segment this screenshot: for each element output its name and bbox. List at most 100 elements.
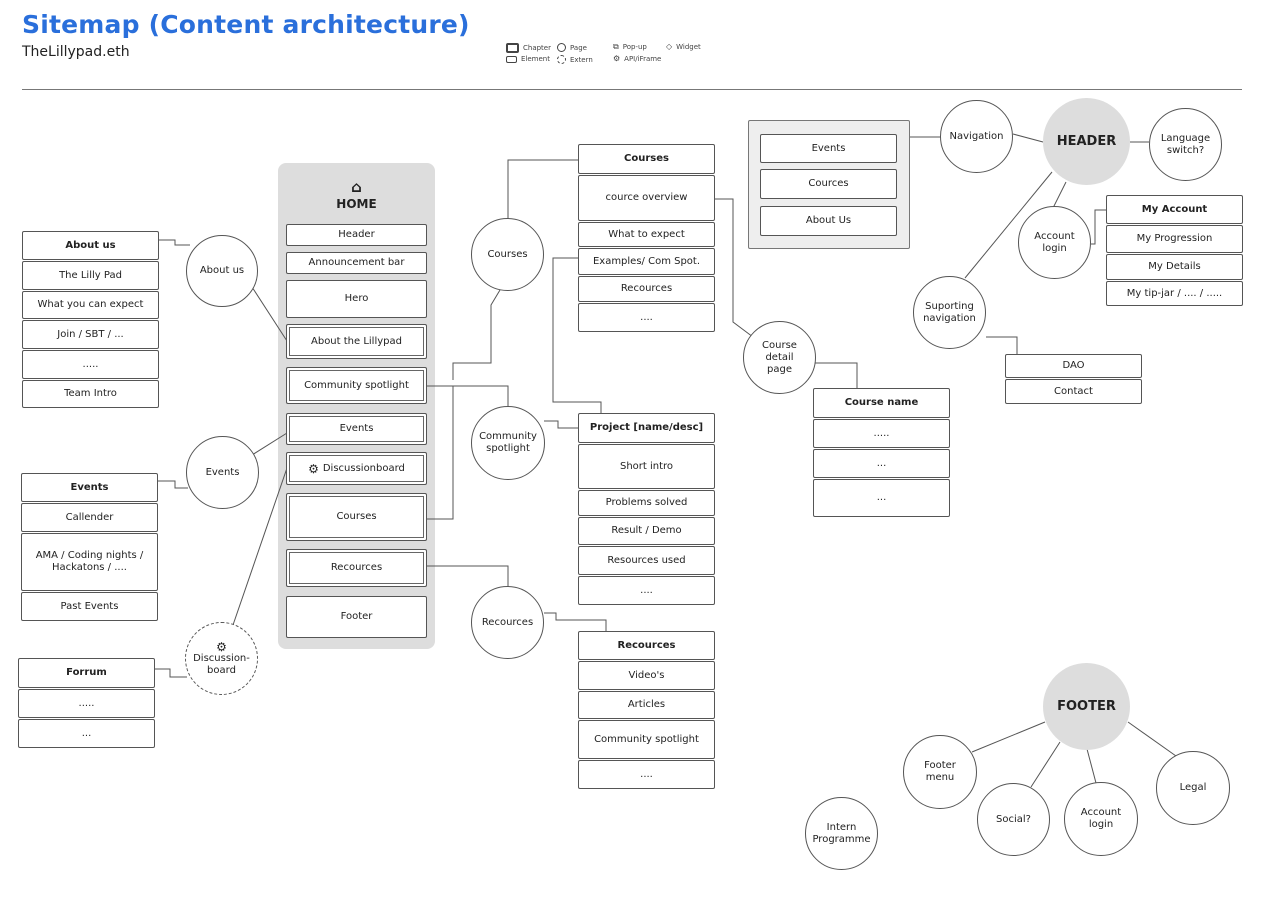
discussion-board-extern-node[interactable]: ⚙ Discussion-board: [185, 622, 258, 695]
home-item-announcement[interactable]: Announcement bar: [286, 252, 427, 274]
resources-list-item[interactable]: ....: [578, 760, 715, 789]
wire-home-recources: [427, 565, 509, 587]
events-list-item[interactable]: Past Events: [21, 592, 158, 621]
project-list-item[interactable]: ....: [578, 576, 715, 605]
courses-list-item[interactable]: cource overview: [578, 175, 715, 221]
about-list-header[interactable]: About us: [22, 231, 159, 260]
language-switch-node[interactable]: Language switch?: [1149, 108, 1222, 181]
wire-detail-name: [815, 362, 858, 389]
course-name-list-item[interactable]: ...: [813, 479, 950, 517]
suporting-navigation-node[interactable]: Suporting navigation: [913, 276, 986, 349]
home-item-about[interactable]: About the Lillypad: [286, 324, 427, 359]
home-item-community[interactable]: Community spotlight: [286, 367, 427, 404]
account-login-node[interactable]: Account login: [1018, 206, 1091, 279]
resources-list-header[interactable]: Recources: [578, 631, 715, 660]
page-shape-icon: [557, 43, 566, 52]
wire-header-support: [964, 171, 1053, 279]
popup-icon: ⧉: [613, 42, 619, 51]
project-list-item[interactable]: Resources used: [578, 546, 715, 575]
extern-shape-icon: [557, 55, 566, 64]
wire-home-community: [427, 385, 509, 407]
gear-icon: ⚙: [308, 461, 319, 476]
events-list-item[interactable]: Callender: [21, 503, 158, 532]
account-list-item[interactable]: My tip-jar / .... / .....: [1106, 281, 1243, 306]
resources-list-item[interactable]: Video's: [578, 661, 715, 690]
courses-page-node[interactable]: Courses: [471, 218, 544, 291]
about-list-item[interactable]: Team Intro: [22, 380, 159, 408]
about-list-item[interactable]: .....: [22, 350, 159, 379]
header-chapter-node[interactable]: HEADER: [1043, 98, 1130, 185]
about-list-item[interactable]: What you can expect: [22, 291, 159, 319]
project-list-item[interactable]: Result / Demo: [578, 517, 715, 545]
header-divider: [22, 89, 1242, 90]
home-item-footer[interactable]: Footer: [286, 596, 427, 638]
wire-about-home: [251, 286, 288, 342]
project-list-item[interactable]: Problems solved: [578, 490, 715, 516]
home-heading: ⌂ HOME: [278, 179, 435, 211]
project-list-item[interactable]: Short intro: [578, 444, 715, 489]
about-list-item[interactable]: The Lilly Pad: [22, 261, 159, 290]
courses-list-item[interactable]: What to expect: [578, 222, 715, 247]
widget-icon: ◇: [666, 42, 673, 51]
page-title: Sitemap (Content architecture): [22, 10, 470, 39]
wire-forum: [155, 668, 187, 678]
events-list-item[interactable]: AMA / Coding nights / Hackatons / ....: [21, 533, 158, 591]
wire-account-list: [1091, 209, 1106, 245]
footer-account-login-node[interactable]: Account login: [1064, 782, 1138, 856]
forum-list-item[interactable]: ...: [18, 719, 155, 748]
course-name-list-item[interactable]: .....: [813, 419, 950, 448]
footer-chapter-node[interactable]: FOOTER: [1043, 663, 1130, 750]
support-list-item-dao[interactable]: DAO: [1005, 354, 1142, 378]
forum-list-item[interactable]: .....: [18, 689, 155, 718]
courses-list-item[interactable]: Recources: [578, 276, 715, 302]
account-list-header[interactable]: My Account: [1106, 195, 1243, 224]
home-item-events[interactable]: Events: [286, 413, 427, 445]
legend-popup: ⧉Pop-up: [613, 42, 647, 52]
wire-footer-legal: [1127, 721, 1177, 757]
wire-nav-header: [1012, 133, 1044, 143]
project-list-header[interactable]: Project [name/desc]: [578, 413, 715, 443]
recources-page-node[interactable]: Recources: [471, 586, 544, 659]
forum-list-header[interactable]: Forrum: [18, 658, 155, 688]
home-item-courses[interactable]: Courses: [286, 493, 427, 541]
course-name-list-item[interactable]: ...: [813, 449, 950, 478]
home-item-recources[interactable]: Recources: [286, 549, 427, 587]
nav-item-cources[interactable]: Cources: [760, 169, 897, 199]
page-subtitle: TheLillypad.eth: [22, 44, 130, 60]
home-item-header[interactable]: Header: [286, 224, 427, 246]
course-detail-page-node[interactable]: Course detail page: [743, 321, 816, 394]
account-list-item[interactable]: My Progression: [1106, 225, 1243, 253]
course-name-list-header[interactable]: Course name: [813, 388, 950, 418]
wire-examples-project: [552, 257, 602, 413]
resources-list-item[interactable]: Articles: [578, 691, 715, 719]
account-list-item[interactable]: My Details: [1106, 254, 1243, 280]
nav-item-events[interactable]: Events: [760, 134, 897, 163]
about-us-page-node[interactable]: About us: [186, 235, 258, 307]
social-node[interactable]: Social?: [977, 783, 1050, 856]
courses-list-item[interactable]: ....: [578, 303, 715, 332]
support-list-item-contact[interactable]: Contact: [1005, 379, 1142, 404]
wire-events-list: [158, 480, 188, 489]
home-item-hero[interactable]: Hero: [286, 280, 427, 318]
footer-menu-node[interactable]: Footer menu: [903, 735, 977, 809]
courses-list-header[interactable]: Courses: [578, 144, 715, 174]
home-item-discussionboard[interactable]: ⚙Discussionboard: [286, 452, 427, 485]
courses-list-item[interactable]: Examples/ Com Spot.: [578, 248, 715, 275]
intern-programme-node[interactable]: Intern Programme: [805, 797, 878, 870]
legend-element: Element: [506, 55, 550, 63]
wire-community-project: [544, 420, 578, 429]
about-list-item[interactable]: Join / SBT / ...: [22, 320, 159, 349]
wire-home-courses: [452, 289, 501, 380]
element-shape-icon: [506, 55, 517, 63]
nav-item-about-us[interactable]: About Us: [760, 206, 897, 236]
community-spotlight-page-node[interactable]: Community spotlight: [471, 406, 545, 480]
wire-about-list: [159, 239, 190, 246]
wire-footer-account: [1086, 748, 1097, 784]
events-list-header[interactable]: Events: [21, 473, 158, 502]
navigation-page-node[interactable]: Navigation: [940, 100, 1013, 173]
events-page-node[interactable]: Events: [186, 436, 259, 509]
resources-list-item[interactable]: Community spotlight: [578, 720, 715, 759]
legal-node[interactable]: Legal: [1156, 751, 1230, 825]
chapter-shape-icon: [506, 43, 519, 53]
